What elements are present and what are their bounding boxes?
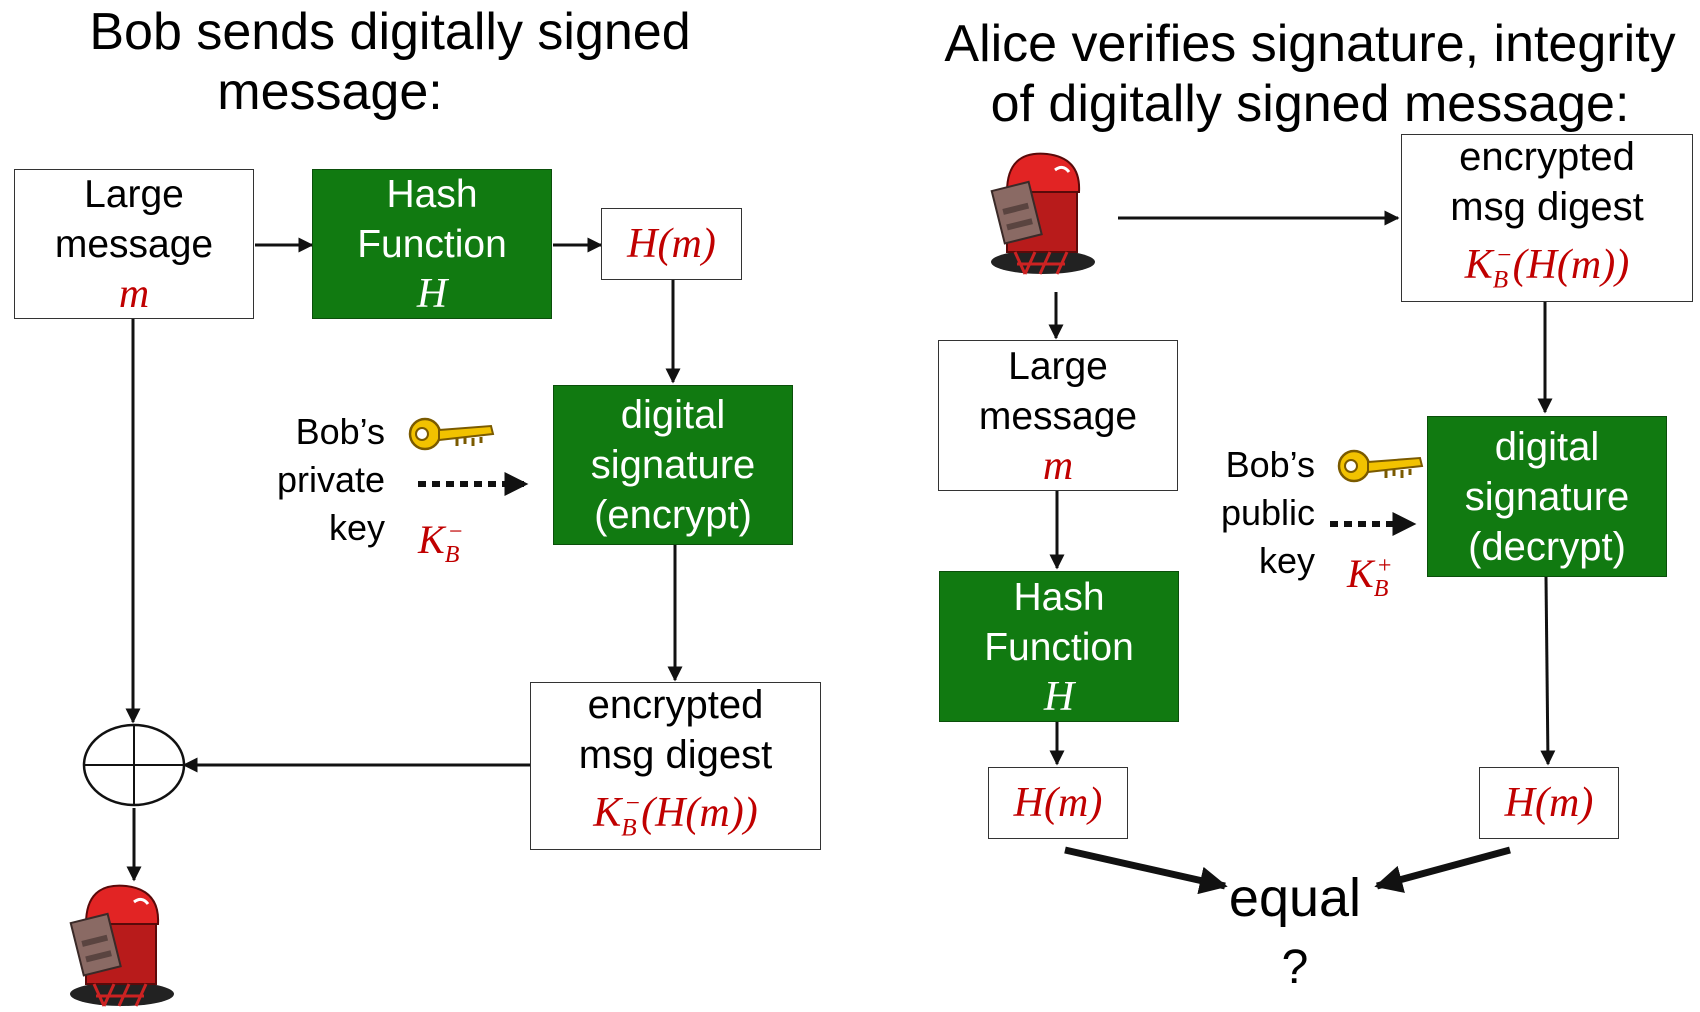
pk-sup: −	[447, 518, 464, 545]
question-label: ?	[1281, 941, 1309, 994]
rsig-line2: signature	[1464, 474, 1630, 519]
rdigest-formula: KB−(H(m))	[1465, 232, 1629, 304]
private-key-symbol: KB−	[418, 516, 464, 569]
pub-sym: K	[1347, 551, 1374, 596]
rdigest-sup: −	[1495, 241, 1513, 269]
encrypted-digest-box-right: encrypted msg digest KB−(H(m))	[1401, 134, 1693, 302]
rmsg-line2: message	[978, 394, 1138, 438]
rdigest-line1: encrypted	[1459, 134, 1635, 179]
pub-line2: public	[1220, 492, 1315, 533]
rhash-var: H	[1043, 673, 1075, 720]
digest-rest: (H(m))	[641, 789, 758, 836]
hash-var: H	[416, 271, 448, 317]
msg-var: m	[118, 271, 150, 317]
arrow-hm-right-to-equal	[1374, 846, 1511, 893]
digest-line1: encrypted	[587, 682, 764, 727]
rmsg-line1: Large	[1008, 344, 1108, 388]
rsig-line1: digital	[1494, 424, 1600, 469]
hash-line1: Hash	[386, 173, 478, 216]
rhm-left-text: H(m)	[1013, 780, 1103, 826]
digest-formula: KB−(H(m))	[593, 780, 757, 852]
hash-line2: Function	[357, 223, 507, 266]
right-title: Alice verifies signature, integrity of d…	[920, 14, 1700, 134]
hash-output-box-right: H(m)	[1479, 767, 1619, 839]
rdigest-sym: K	[1464, 241, 1493, 288]
encrypted-digest-box: encrypted msg digest KB−(H(m))	[530, 682, 821, 850]
mailbox-icon	[68, 884, 176, 1008]
large-message-box-right: Large message m	[938, 340, 1178, 491]
public-key-symbol: KB+	[1347, 550, 1393, 603]
key-icon	[1337, 449, 1424, 483]
arrow-hm-left-to-equal	[1064, 846, 1228, 895]
public-key-label: Bob’s public key	[1160, 441, 1315, 585]
private-key-label: Bob’s private key	[230, 408, 385, 552]
rdigest-line2: msg digest	[1450, 184, 1644, 229]
pk-sub: B	[444, 542, 460, 568]
digital-signature-decrypt-box: digital signature (decrypt)	[1427, 416, 1667, 577]
pk-line1: Bob’s	[295, 411, 385, 452]
large-message-box: Large message m	[14, 169, 254, 319]
digital-signature-encrypt-box: digital signature (encrypt)	[553, 385, 793, 545]
rdigest-sub: B	[1492, 266, 1509, 294]
mailbox-icon	[989, 152, 1097, 276]
rdigest-rest: (H(m))	[1512, 241, 1630, 288]
key-icon	[408, 417, 495, 451]
hash-function-box-right: Hash Function H	[939, 571, 1179, 722]
sig-line3: (encrypt)	[594, 493, 752, 537]
left-title: Bob sends digitally signed message:	[40, 2, 740, 122]
rhm-right-text: H(m)	[1504, 780, 1594, 826]
rhash-line1: Hash	[1013, 575, 1105, 619]
pub-line3: key	[1258, 540, 1315, 581]
msg-line1: Large	[84, 173, 184, 216]
digest-line2: msg digest	[578, 732, 773, 777]
digest-sym: K	[593, 789, 622, 836]
equal-label: equal	[1228, 868, 1362, 928]
pk-line3: key	[328, 507, 385, 548]
right-title-line1: Alice verifies signature, integrity	[944, 15, 1676, 73]
sig-line2: signature	[590, 443, 756, 487]
left-title-line2: message:	[217, 63, 443, 121]
xor-icon	[82, 723, 186, 807]
left-title-line1: Bob sends digitally signed	[89, 3, 691, 61]
pk-sym: K	[418, 517, 445, 562]
hm-text: H(m)	[627, 221, 716, 267]
sig-line1: digital	[620, 393, 726, 437]
msg-line2: message	[54, 223, 214, 266]
right-title-line2: of digitally signed message:	[990, 75, 1630, 133]
pub-line1: Bob’s	[1225, 444, 1315, 485]
digest-sup: −	[624, 789, 642, 817]
pub-sub: B	[1373, 576, 1389, 602]
rsig-line3: (decrypt)	[1468, 524, 1626, 569]
hash-output-box: H(m)	[601, 208, 742, 280]
hash-function-box: Hash Function H	[312, 169, 552, 319]
rhash-line2: Function	[984, 625, 1134, 669]
arrow-sig-to-hm-right	[1540, 576, 1556, 766]
rmsg-var: m	[1042, 442, 1074, 489]
pk-line2: private	[276, 459, 385, 500]
digest-sub: B	[621, 814, 637, 842]
pub-sup: +	[1376, 552, 1393, 579]
hash-output-box-left: H(m)	[988, 767, 1128, 839]
